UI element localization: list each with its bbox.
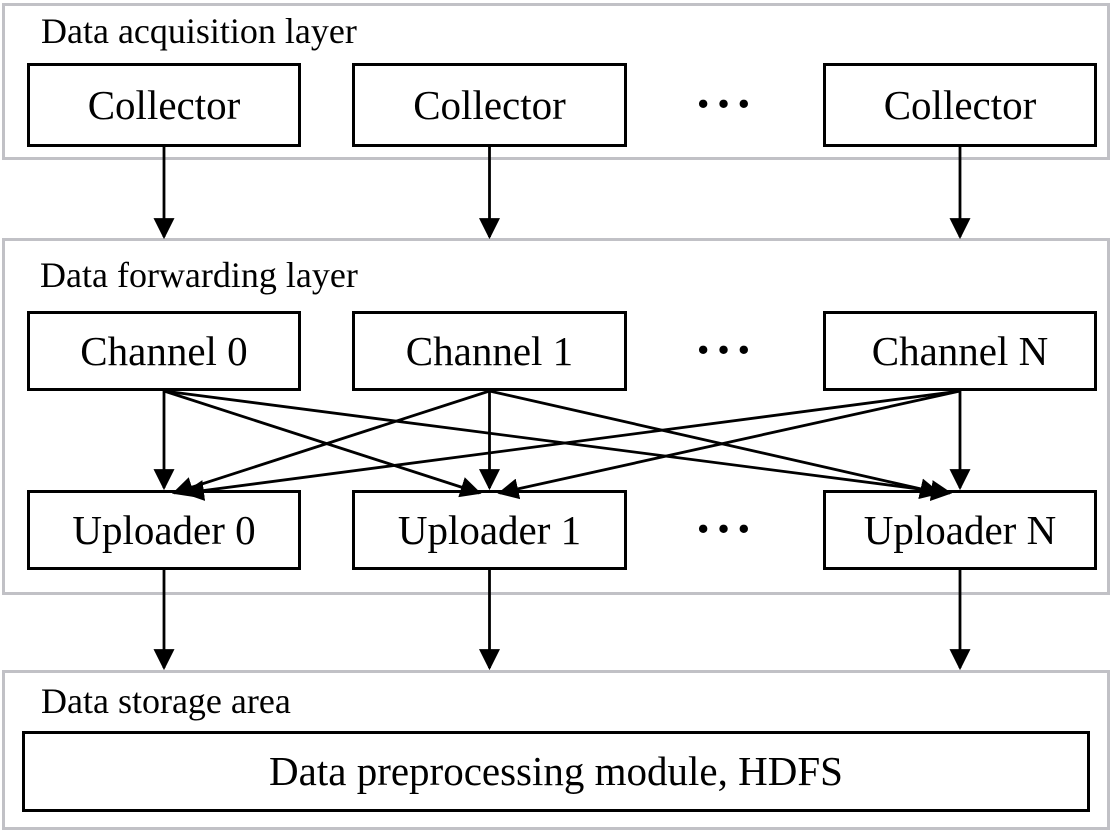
node-uploader-1: Uploader 1 — [352, 490, 627, 570]
node-collector-1: Collector — [352, 63, 627, 147]
node-collector-n: Collector — [823, 63, 1097, 147]
node-uploader-0: Uploader 0 — [27, 490, 301, 570]
node-channel-1: Channel 1 — [352, 311, 627, 391]
node-channel-n: Channel N — [823, 311, 1097, 391]
node-channel-0: Channel 0 — [27, 311, 301, 391]
ellipsis-channels: ··· — [694, 322, 756, 379]
layer-acquisition-label: Data acquisition layer — [41, 11, 357, 51]
node-collector-0: Collector — [27, 63, 301, 147]
layer-storage-label: Data storage area — [41, 681, 291, 721]
node-uploader-n: Uploader N — [823, 490, 1097, 570]
ellipsis-uploaders: ··· — [694, 501, 756, 558]
ellipsis-collectors: ··· — [694, 76, 756, 133]
node-storage-box: Data preprocessing module, HDFS — [22, 731, 1090, 812]
layer-forwarding-label: Data forwarding layer — [40, 255, 358, 295]
